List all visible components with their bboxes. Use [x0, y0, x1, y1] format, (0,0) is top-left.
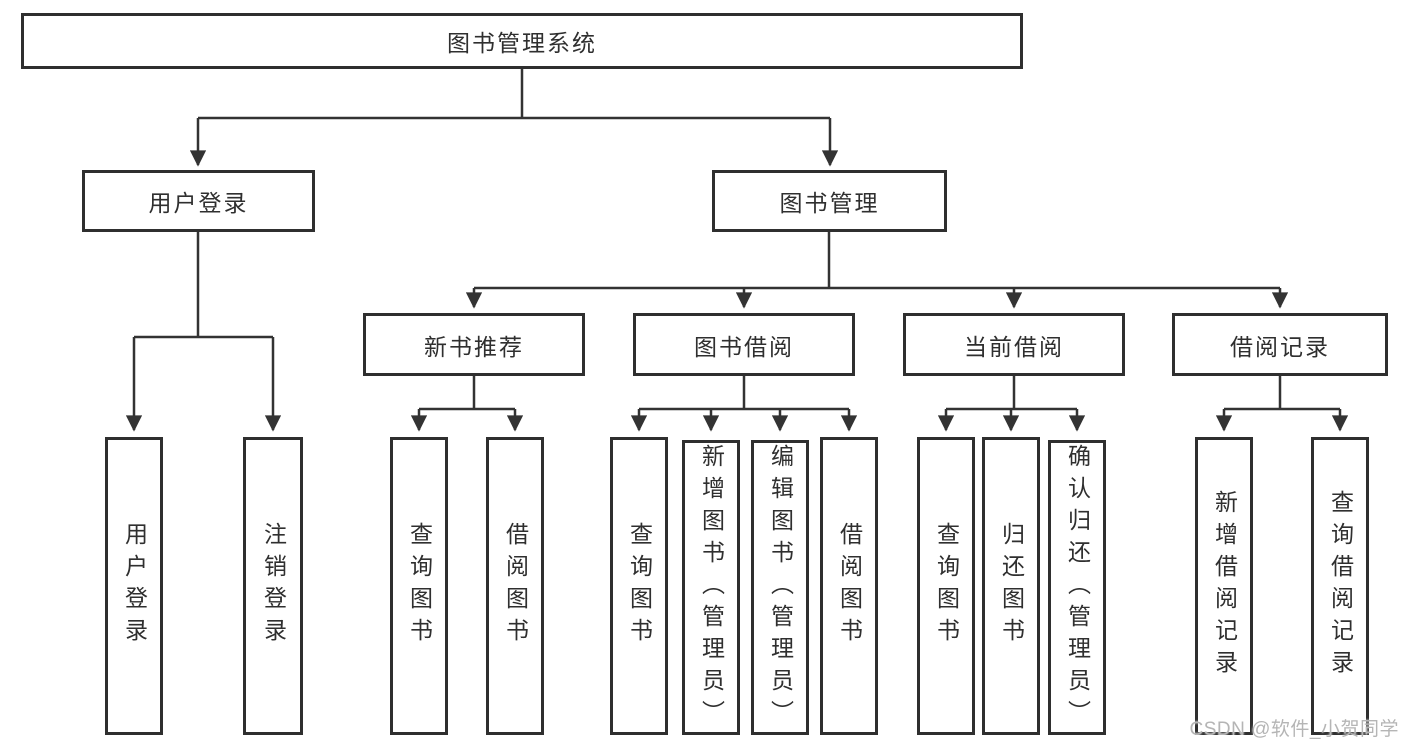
leaf-add-book-admin: 新增图书（管理员）	[682, 440, 740, 735]
node-label: 查询图书	[406, 522, 433, 650]
leaf-return-books: 归还图书	[982, 437, 1040, 735]
node-label: 查询图书	[626, 522, 653, 650]
node-borrowing-records: 借阅记录	[1172, 313, 1388, 376]
node-label: 图书借阅	[694, 333, 794, 360]
leaf-query-books-borrowing: 查询图书	[610, 437, 668, 735]
node-user-login: 用户登录	[82, 170, 315, 232]
node-label: 归还图书	[998, 522, 1025, 650]
leaf-edit-book-admin: 编辑图书（管理员）	[751, 440, 809, 735]
leaf-add-borrow-record: 新增借阅记录	[1195, 437, 1253, 735]
node-label: 查询借阅记录	[1327, 490, 1354, 682]
leaf-borrow-books-borrowing: 借阅图书	[820, 437, 878, 735]
node-label: 查询图书	[933, 522, 960, 650]
node-label: 新增借阅记录	[1211, 490, 1238, 682]
leaf-logout: 注销登录	[243, 437, 303, 735]
node-label: 图书管理	[779, 190, 880, 216]
csdn-watermark: CSDN @软件_小贺同学	[1189, 719, 1399, 740]
node-label: 编辑图书（管理员）	[767, 443, 794, 732]
node-label: 当前借阅	[964, 333, 1064, 360]
node-label: 图书管理系统	[447, 30, 597, 56]
node-library-management-system: 图书管理系统	[21, 13, 1023, 69]
leaf-query-books-current: 查询图书	[917, 437, 975, 735]
leaf-confirm-return-admin: 确认归还（管理员）	[1048, 440, 1106, 735]
node-label: 新书推荐	[424, 333, 524, 360]
node-label: 借阅图书	[836, 522, 863, 650]
leaf-user-login: 用户登录	[105, 437, 163, 735]
node-label: 用户登录	[121, 522, 148, 650]
node-label: 借阅图书	[502, 522, 529, 650]
node-new-book-recommend: 新书推荐	[363, 313, 585, 376]
node-book-borrowing: 图书借阅	[633, 313, 855, 376]
leaf-query-borrow-record: 查询借阅记录	[1311, 437, 1369, 735]
node-label: 确认归还（管理员）	[1064, 443, 1091, 732]
leaf-borrow-books-recommend: 借阅图书	[486, 437, 544, 735]
node-label: 注销登录	[260, 522, 287, 650]
node-label: 新增图书（管理员）	[698, 443, 725, 732]
node-book-management: 图书管理	[712, 170, 947, 232]
node-label: 借阅记录	[1230, 333, 1330, 360]
node-label: 用户登录	[148, 190, 249, 216]
node-current-borrowing: 当前借阅	[903, 313, 1125, 376]
leaf-query-books-recommend: 查询图书	[390, 437, 448, 735]
